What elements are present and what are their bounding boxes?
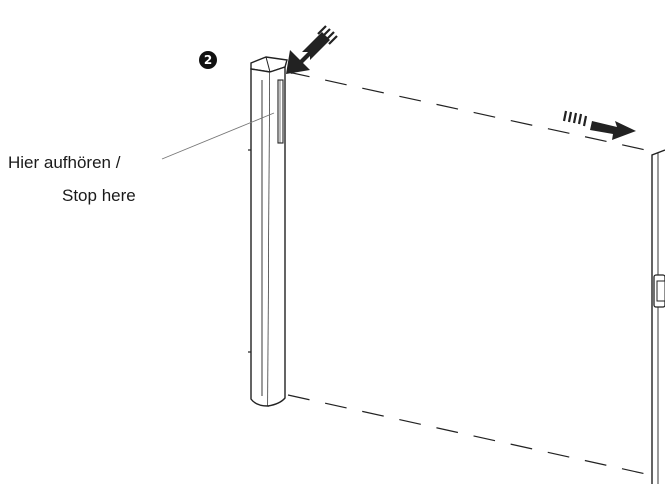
post-body xyxy=(250,68,271,407)
guide-line-bottom xyxy=(287,394,656,477)
callout-label-line2: Stop here xyxy=(62,186,136,205)
arrow-right-icon xyxy=(562,110,636,140)
leader-line xyxy=(161,112,275,160)
step-number-badge: 2 xyxy=(199,51,217,69)
callout-label-line1: Hier aufhören / xyxy=(8,153,121,172)
stop-slot xyxy=(277,79,284,144)
post xyxy=(248,56,288,407)
cassette xyxy=(651,149,665,484)
arrow-down-left-icon xyxy=(286,25,338,74)
guide-line-top xyxy=(287,71,656,153)
